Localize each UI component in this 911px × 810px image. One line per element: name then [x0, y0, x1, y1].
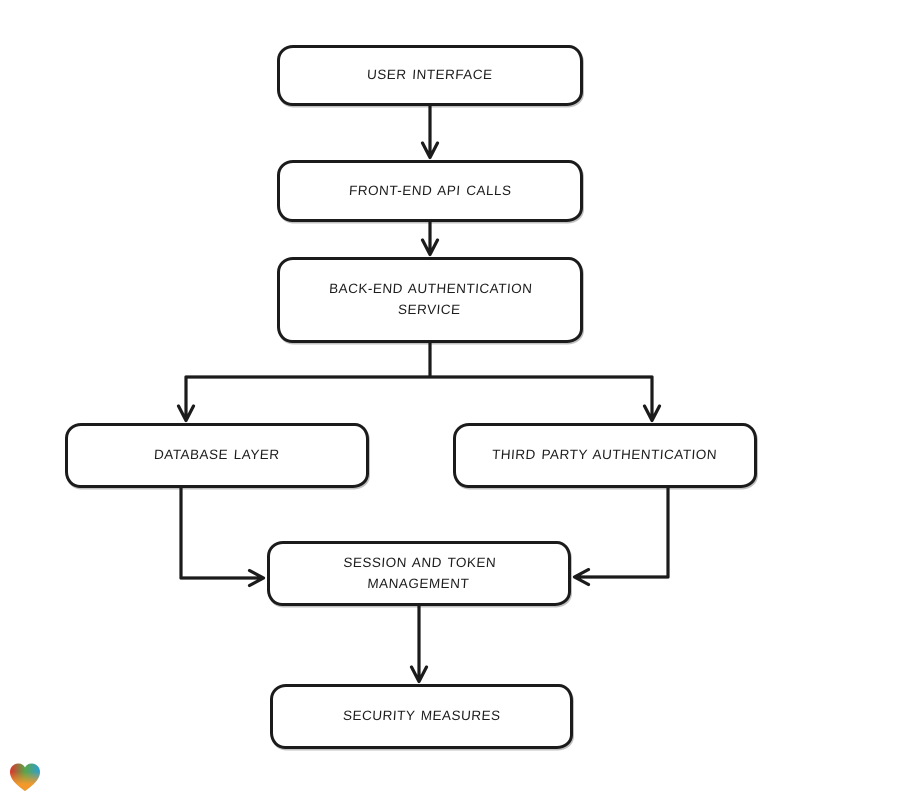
- node-third-party-authentication: THIRD PARTY AUTHENTICATION: [453, 423, 757, 488]
- node-session-and-token-management: SESSION AND TOKEN MANAGEMENT: [267, 541, 571, 606]
- node-database-layer: DATABASE LAYER: [65, 423, 369, 488]
- edge-group: [176, 104, 670, 684]
- node-security-measures: SECURITY MEASURES: [270, 684, 573, 749]
- heart-shape-orange-overlay: [10, 763, 40, 791]
- node-label: BACK-END AUTHENTICATION SERVICE: [328, 281, 533, 317]
- edge-ui-to-frontend: [420, 104, 440, 160]
- node-label: FRONT-END API CALLS: [348, 182, 512, 198]
- edge-session-to-security: [409, 604, 429, 684]
- edge-frontend-to-backend: [420, 220, 440, 257]
- node-label: SECURITY MEASURES: [342, 708, 501, 724]
- node-label: THIRD PARTY AUTHENTICATION: [492, 447, 719, 463]
- node-back-end-authentication-service: BACK-END AUTHENTICATION SERVICE: [277, 257, 583, 343]
- edge-database-to-session: [179, 486, 266, 588]
- node-label: USER INTERFACE: [366, 67, 494, 83]
- heart-gradient-logo: [10, 763, 40, 791]
- edge-backend-branch: [176, 341, 662, 423]
- node-front-end-api-calls: FRONT-END API CALLS: [277, 160, 583, 222]
- node-label: SESSION AND TOKEN MANAGEMENT: [342, 554, 497, 591]
- node-user-interface: USER INTERFACE: [277, 45, 583, 106]
- edge-thirdparty-to-session: [572, 486, 670, 587]
- node-label: DATABASE LAYER: [153, 447, 281, 463]
